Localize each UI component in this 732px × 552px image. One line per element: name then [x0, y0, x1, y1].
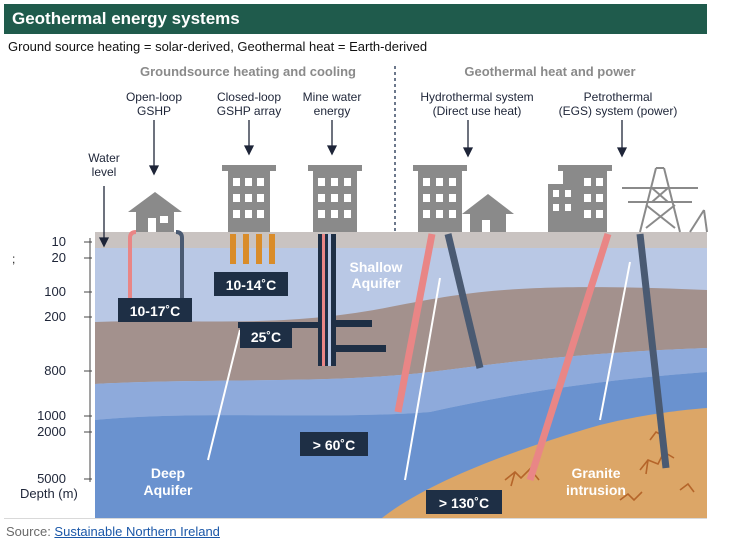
deep-aquifer-label-2: Aquifer — [144, 482, 194, 498]
depth-tick-800: 800 — [44, 363, 66, 378]
petrothermal-label-2: (EGS) system (power) — [559, 104, 678, 118]
mine-hot-pipe — [322, 234, 325, 366]
surface-band — [95, 232, 707, 248]
hydro-building-icon — [413, 165, 467, 232]
mine-tunnel-upper — [336, 320, 372, 327]
closed-loop-label-2: GSHP array — [217, 104, 281, 118]
depth-tick-2000: 2000 — [37, 424, 66, 439]
brown-rock-layer — [95, 287, 707, 384]
petro-building-icon — [548, 165, 612, 232]
section-right-heading: Geothermal heat and power — [464, 64, 635, 79]
depth-axis: 10 20 100 200 800 1000 2000 5000 Depth (… — [20, 234, 92, 501]
subtitle: Ground source heating = solar-derived, G… — [8, 39, 428, 54]
granite-label-2: intrusion — [566, 482, 626, 498]
depth-tick-10: 10 — [52, 234, 66, 249]
hydrothermal-label-2: (Direct use heat) — [433, 104, 522, 118]
depth-tick-1000: 1000 — [37, 408, 66, 423]
temperature-labels: 10-17˚C 10-14˚C 25˚C > 60˚C > 130˚C — [118, 272, 502, 514]
temp-petro: > 130˚C — [439, 495, 489, 511]
mine-return-pipe — [328, 234, 331, 366]
petro-cold-well — [636, 233, 670, 469]
hydrothermal-label-1: Hydrothermal system — [420, 90, 533, 104]
footer-divider — [4, 518, 707, 519]
fault-line-2 — [404, 277, 441, 481]
depth-tick-5000: 5000 — [37, 471, 66, 486]
closed-loop-label-1: Closed-loop — [217, 90, 281, 104]
shallow-aquifer-label-2: Aquifer — [352, 275, 402, 291]
source-link[interactable]: Sustainable Northern Ireland — [54, 524, 220, 539]
granite-label-1: Granite — [571, 465, 620, 481]
section-left-heading: Groundsource heating and cooling — [140, 64, 356, 79]
open-loop-cold-pipe — [175, 230, 184, 300]
source-line: Source: Sustainable Northern Ireland — [6, 524, 220, 539]
mine-building-icon — [308, 165, 362, 232]
mine-water-label-2: energy — [314, 104, 351, 118]
petro-hot-well — [526, 232, 612, 482]
water-level-label-1: Water — [88, 151, 120, 165]
pipes — [128, 230, 670, 482]
temp-closed-loop: 10-14˚C — [226, 277, 277, 293]
hydro-house-icon — [462, 194, 514, 232]
mine-shaft — [318, 234, 336, 366]
pylon-icon — [622, 167, 708, 233]
title-banner: Geothermal energy systems — [4, 4, 707, 34]
deep-aquifer-label-1: Deep — [151, 465, 185, 481]
pointer-arrows — [98, 120, 628, 248]
temp-open-loop: 10-17˚C — [130, 303, 181, 319]
closed-loop-pipes — [230, 234, 275, 264]
hydro-cold-well — [444, 233, 484, 369]
depth-unit-label: Depth (m) — [20, 486, 78, 501]
open-loop-label-1: Open-loop — [126, 90, 182, 104]
fault-line-1 — [207, 329, 241, 461]
depth-tick-200: 200 — [44, 309, 66, 324]
stray-mark: ; — [12, 252, 16, 266]
buildings — [128, 165, 708, 233]
mine-water-label-1: Mine water — [303, 90, 362, 104]
water-level-label-2: level — [92, 165, 117, 179]
page-title: Geothermal energy systems — [12, 9, 240, 28]
fault-line-3 — [599, 261, 631, 421]
shallow-aquifer-label-1: Shallow — [350, 259, 403, 275]
depth-tick-20: 20 — [52, 250, 66, 265]
source-prefix: Source: — [6, 524, 55, 539]
open-loop-label-2: GSHP — [137, 104, 171, 118]
mine-tunnel-lower — [336, 345, 386, 352]
hydro-hot-well — [394, 233, 436, 413]
office-building-icon — [222, 165, 276, 232]
petrothermal-label-1: Petrothermal — [584, 90, 653, 104]
house-icon — [128, 192, 182, 232]
temp-mine: 25˚C — [251, 329, 281, 345]
open-loop-hot-pipe — [128, 230, 137, 300]
temp-hydro: > 60˚C — [313, 437, 355, 453]
depth-tick-100: 100 — [44, 284, 66, 299]
